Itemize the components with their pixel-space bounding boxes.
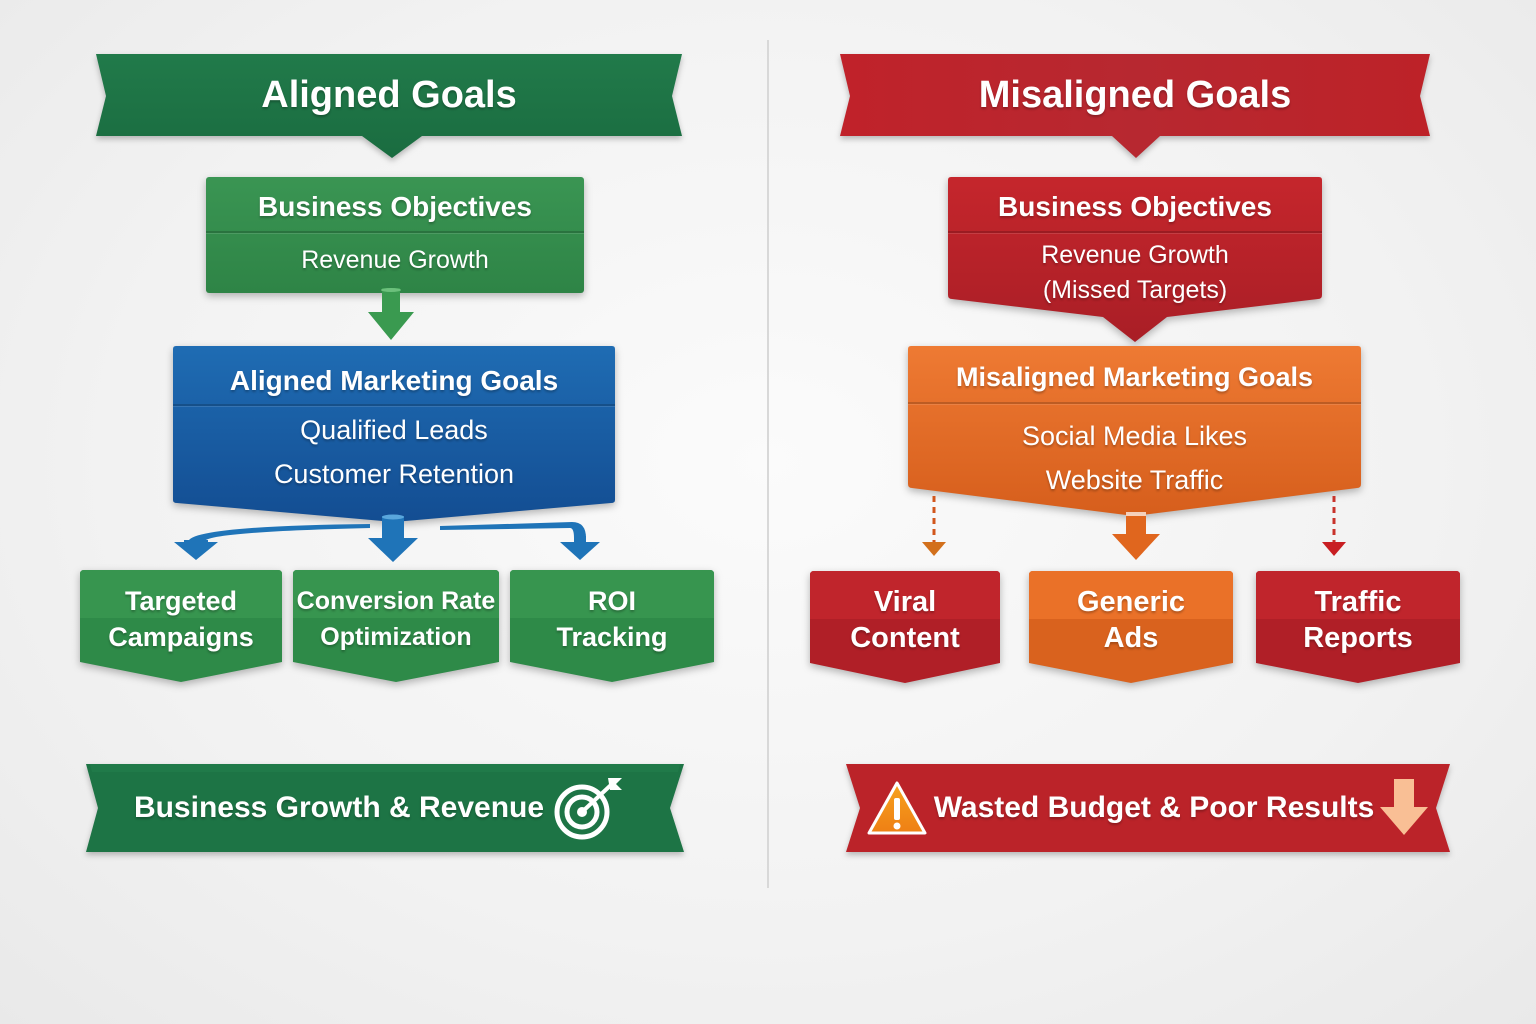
aligned-marketing-goal-item: Qualified Leads [300, 415, 488, 445]
aligned-business-objectives-heading: Business Objectives [206, 177, 584, 233]
misaligned-business-objectives-heading: Business Objectives [948, 177, 1322, 233]
tactic-line: ROI [587, 586, 636, 616]
leaf-shape [1029, 571, 1233, 683]
tactic-line: Targeted [124, 586, 237, 616]
leaf-shape [810, 571, 1000, 683]
misaligned-business-objectives-box: Business Objectives Revenue Growth (Miss… [948, 177, 1322, 342]
misaligned-marketing-goals-heading: Misaligned Marketing Goals [908, 346, 1361, 404]
aligned-marketing-goal-item: Customer Retention [273, 459, 515, 489]
leaf-shape [1256, 571, 1460, 683]
misaligned-marketing-goal-item: Social Media Likes [1021, 421, 1248, 451]
tactic-line: Ads [1103, 622, 1159, 654]
aligned-business-objectives-item: Revenue Growth [301, 246, 489, 274]
misaligned-business-objectives-item: Revenue Growth [1041, 241, 1229, 269]
tactic-line: Content [850, 622, 960, 654]
tactic-line: Viral [873, 586, 937, 618]
aligned-business-objectives-box: Business Objectives Revenue Growth [206, 177, 584, 293]
warning-icon [867, 781, 927, 835]
box-shape [173, 346, 615, 522]
tactic-line: Reports [1303, 622, 1413, 654]
misaligned-outcome-label: Wasted Budget & Poor Results [933, 791, 1375, 824]
tactic-line: Optimization [320, 623, 472, 651]
misaligned-outcome-ribbon: Wasted Budget & Poor Results [846, 764, 1450, 852]
tactic-line: Tracking [556, 622, 668, 652]
tactic-line: Campaigns [108, 622, 254, 652]
aligned-marketing-goals-heading: Aligned Marketing Goals [173, 346, 615, 406]
box-shape [908, 346, 1361, 516]
misaligned-business-objectives-item: (Missed Targets) [1042, 276, 1228, 304]
target-icon [554, 778, 623, 840]
branch-arrows [174, 514, 600, 562]
aligned-title: Aligned Goals [261, 73, 517, 116]
tactic-line: Generic [1077, 586, 1185, 618]
ribbon-shape [840, 54, 1430, 158]
misaligned-marketing-goals-box: Misaligned Marketing Goals Social Media … [908, 346, 1361, 518]
arrow-down-icon [1380, 779, 1429, 835]
leaf-shape [510, 570, 714, 682]
leaf-shape [293, 570, 499, 682]
tactic-line: Traffic [1314, 586, 1402, 618]
tactic-roi-tracking: ROI Tracking [510, 570, 714, 682]
ribbon-shape [96, 54, 682, 158]
misaligned-title-ribbon: Misaligned Goals [840, 54, 1430, 158]
ribbon-shape [846, 764, 1450, 852]
tactic-line: Conversion Rate [296, 587, 496, 615]
aligned-outcome-ribbon: Business Growth & Revenue [86, 764, 684, 852]
aligned-title-ribbon: Aligned Goals [96, 54, 682, 158]
branch-arrows [922, 496, 1346, 560]
aligned-marketing-goals-box: Aligned Marketing Goals Qualified Leads … [173, 346, 615, 524]
misaligned-title: Misaligned Goals [978, 73, 1292, 116]
aligned-outcome-label: Business Growth & Revenue [133, 791, 545, 824]
ribbon-shape [86, 764, 684, 852]
leaf-shape [80, 570, 282, 682]
arrow-down-icon [368, 288, 414, 340]
misaligned-marketing-goal-item: Website Traffic [1045, 465, 1224, 495]
center-divider [767, 40, 769, 888]
box-shape [948, 177, 1322, 342]
